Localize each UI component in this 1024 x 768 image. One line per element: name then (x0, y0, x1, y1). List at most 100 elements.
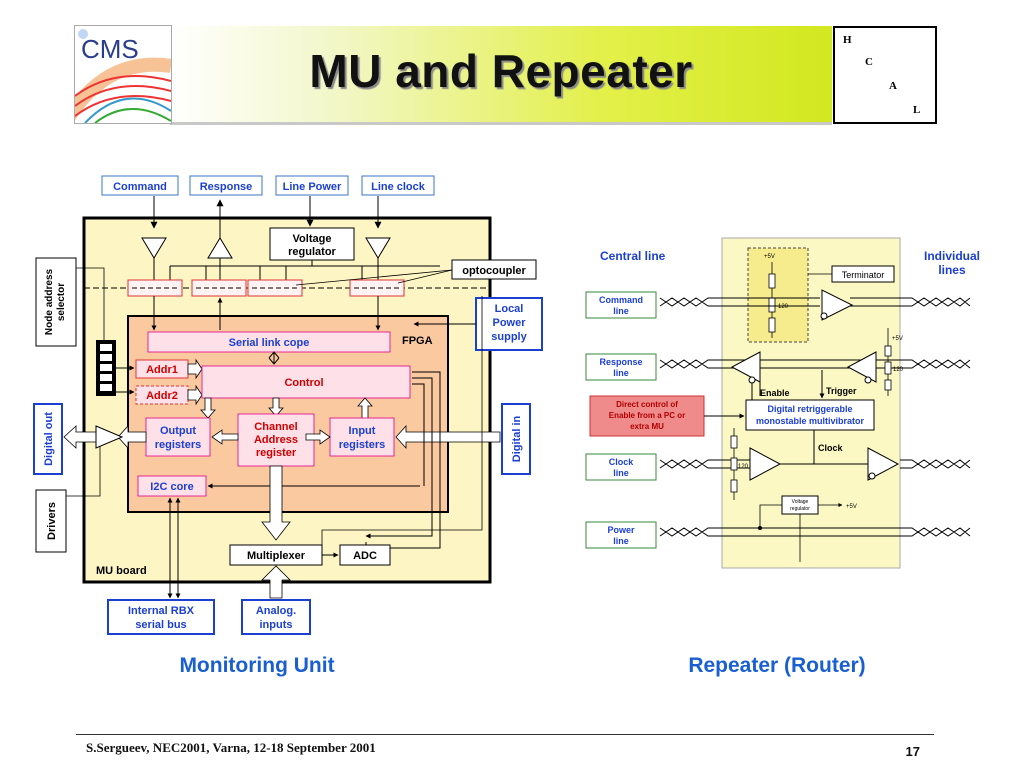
direct-control-line1: Direct control of (616, 400, 678, 409)
clock-label: Clock (818, 443, 844, 453)
optocoupler-4 (349, 279, 405, 297)
repeater-caption: Repeater (Router) (688, 654, 866, 677)
multivibrator-block (745, 399, 875, 431)
node-address-selector-line1: Node address (44, 268, 55, 335)
page-number: 17 (905, 744, 920, 759)
command-buffer-icon (141, 237, 167, 259)
dip-switch-icon (96, 340, 116, 396)
individual-lines-line1: Individual (924, 249, 980, 263)
output-registers-line1: Output (160, 425, 196, 437)
clock-line-box (585, 453, 657, 481)
trigger-label: Trigger (826, 386, 857, 396)
direct-control-line2: Enable from a PC or (609, 411, 685, 420)
optocoupler-label-box (451, 259, 537, 280)
drivers-label: Drivers (46, 502, 58, 540)
central-line-label: Central line (600, 249, 666, 263)
drivers-box (35, 489, 67, 553)
adc-label: ADC (353, 550, 377, 562)
serial-link-label: Serial link cope (229, 337, 310, 349)
line-clock-box (361, 175, 435, 196)
hcal-logo: H C A L (833, 26, 937, 124)
optocoupler-2 (191, 279, 247, 297)
power-line-label2: line (613, 536, 629, 546)
response-vcc: +5V (892, 336, 903, 342)
terminator-vcc: +5V (764, 254, 775, 260)
analog-inputs-line1: Analog. (256, 605, 296, 617)
repeater-diagram: Central line Individual lines Terminator… (585, 237, 980, 569)
slide-title: MU and Repeater (309, 45, 693, 97)
i2c-core-block (137, 475, 207, 497)
terminator-box (747, 247, 809, 343)
terminator-r120: 120 (778, 304, 789, 310)
digital-in-label: Digital in (511, 416, 523, 463)
response-line-box (585, 353, 657, 381)
digital-in-box (501, 403, 531, 475)
response-r120: 120 (893, 367, 904, 373)
line-clock-label: Line clock (371, 181, 426, 193)
voltage-regulator-line1: Voltage (293, 233, 332, 245)
command-line-box (585, 291, 657, 319)
output-registers-line2: registers (155, 439, 201, 451)
repeater-voltage-regulator-line2: regulator (790, 506, 810, 512)
hcal-letter-l: L (913, 104, 921, 116)
node-address-selector-box (35, 257, 77, 347)
response-output-box (189, 175, 263, 196)
monitoring-unit-diagram: MU board FPGA Command Response Line Powe… (33, 175, 543, 635)
multivibrator-line2: monostable multivibrator (756, 416, 865, 426)
digital-out-box (33, 403, 63, 475)
power-line-box (585, 521, 657, 549)
addr1-label: Addr1 (146, 364, 178, 376)
enable-label: Enable (760, 388, 790, 398)
multivibrator-line1: Digital retriggerable (767, 404, 852, 414)
serial-link-block (147, 331, 391, 353)
i2c-core-label: I2C core (150, 481, 193, 493)
line-power-label: Line Power (283, 181, 342, 193)
response-line-label1: Response (599, 357, 642, 367)
hcal-letter-c: C (865, 56, 873, 68)
monitoring-unit-caption: Monitoring Unit (179, 654, 335, 677)
local-power-supply-line3: supply (491, 331, 527, 343)
optocoupler-3 (247, 279, 303, 297)
internal-rbx-line1: Internal RBX (128, 605, 195, 617)
clock-r120: 120 (738, 464, 749, 470)
channel-address-register-line1: Channel (254, 421, 297, 433)
footer-divider (76, 734, 934, 735)
repeater-vcc: +5V (846, 504, 857, 510)
individual-lines-line2: lines (938, 263, 966, 277)
command-driver-icon (821, 289, 854, 321)
local-power-supply-line2: Power (492, 317, 526, 329)
cms-logo-text: CMS (81, 34, 139, 64)
local-power-supply-line1: Local (495, 303, 524, 315)
terminator-label: Terminator (842, 270, 885, 280)
response-line-label2: line (613, 368, 629, 378)
optocoupler-label: optocoupler (462, 265, 526, 277)
clock-receiver-icon (749, 447, 782, 481)
internal-rbx-line2: serial bus (135, 619, 186, 631)
voltage-regulator-line2: regulator (288, 246, 336, 258)
adc-block (339, 544, 391, 566)
channel-address-register-line2: Address (254, 434, 298, 446)
input-registers-line1: Input (349, 425, 376, 437)
clock-line-label2: line (613, 468, 629, 478)
line-power-box (275, 175, 349, 196)
addr2-label: Addr2 (146, 390, 178, 402)
analog-inputs-box (241, 599, 311, 635)
control-block (201, 365, 411, 399)
footer-text: S.Sergueev, NEC2001, Varna, 12-18 Septem… (86, 740, 376, 755)
multiplexer-label: Multiplexer (247, 550, 306, 562)
voltage-regulator-box (269, 227, 355, 261)
direct-control-line3: extra MU (630, 422, 664, 431)
clock-line-label1: Clock (609, 457, 635, 467)
input-registers-line2: registers (339, 439, 385, 451)
optocoupler-1 (127, 279, 183, 297)
repeater-voltage-regulator-line1: Voltage (792, 499, 809, 505)
hcal-letter-a: A (889, 80, 897, 92)
internal-rbx-box (107, 599, 215, 635)
response-driver-icon (730, 351, 761, 383)
command-input-box (101, 175, 179, 196)
response-receiver-icon (846, 351, 877, 383)
direct-control-box (589, 395, 705, 437)
cms-logo: CMS (74, 25, 172, 124)
local-power-supply-box (475, 297, 543, 351)
